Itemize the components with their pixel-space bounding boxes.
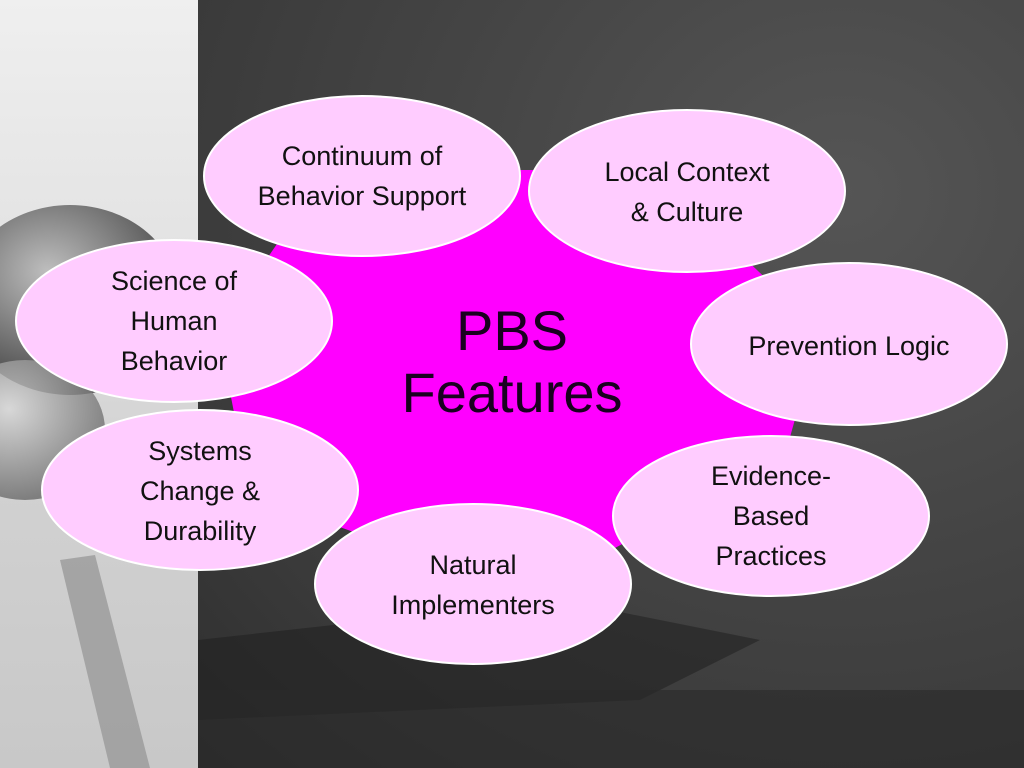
node-ellipse-local-context [528, 109, 846, 273]
node-line: Implementers [391, 590, 555, 620]
node-line: Human [130, 306, 218, 336]
background-pin-stem [60, 555, 150, 768]
node-line: Behavior [120, 346, 228, 376]
node-line: Systems [148, 436, 252, 466]
node-ellipse-evidence [612, 435, 930, 597]
node-line: Practices [715, 541, 827, 571]
node-ellipse-systems [41, 409, 359, 571]
node-line: Evidence- [710, 461, 832, 491]
node-evidence: Evidence- Based Practices [633, 456, 909, 576]
node-natural: Natural Implementers [335, 545, 611, 625]
node-line: Continuum of [281, 141, 443, 171]
node-line: & Culture [630, 197, 744, 227]
background-shadow-rect [198, 690, 1024, 768]
node-continuum: Continuum of Behavior Support [224, 136, 500, 216]
node-science: Science of Human Behavior [36, 261, 312, 381]
node-systems: Systems Change & Durability [62, 431, 338, 551]
node-line: Based [732, 501, 810, 531]
node-line: Science of [110, 266, 238, 296]
node-line: Local Context [604, 157, 770, 187]
center-title-line2: Features [401, 361, 623, 424]
node-line: Natural [429, 550, 517, 580]
center-title: PBS Features [362, 300, 662, 424]
node-line: Behavior Support [257, 181, 467, 211]
node-ellipse-continuum [203, 95, 521, 257]
node-ellipse-natural [314, 503, 632, 665]
node-prevention: Prevention Logic [711, 326, 987, 366]
center-title-line1: PBS [455, 299, 569, 362]
node-ellipse-science [15, 239, 333, 403]
node-line: Durability [143, 516, 257, 546]
node-line: Change & [139, 476, 261, 506]
node-local-context: Local Context & Culture [549, 152, 825, 232]
node-line: Prevention Logic [748, 331, 950, 361]
node-ellipse-prevention [690, 262, 1008, 426]
